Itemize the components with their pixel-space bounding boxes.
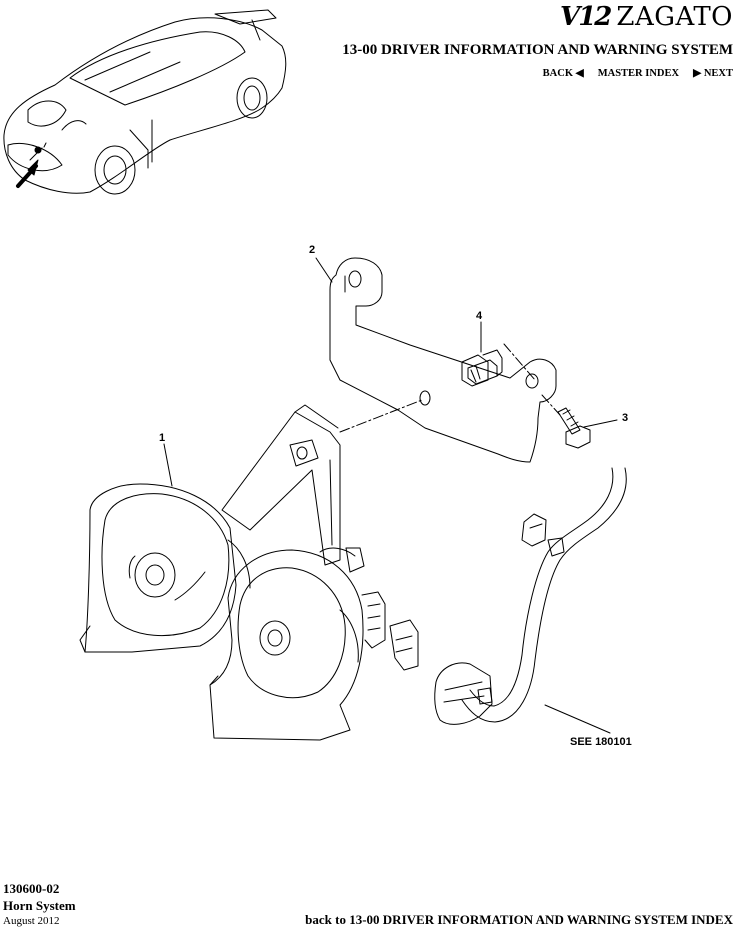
bolt <box>557 407 591 449</box>
logo-model: V12 <box>560 2 612 32</box>
leader-lines <box>163 257 618 734</box>
logo-brand: ZAGATO <box>616 2 733 32</box>
master-index-link[interactable]: MASTER INDEX <box>597 67 680 79</box>
callout-2: 2 <box>309 244 315 256</box>
navigation-bar: BACK ◀ MASTER INDEX ▶ NEXT <box>542 67 733 80</box>
horn-support-arm <box>221 404 341 566</box>
back-to-index-link[interactable]: back to 13-00 DRIVER INFORMATION AND WAR… <box>305 912 733 927</box>
wiring-harness <box>434 467 627 725</box>
document-name: Horn System <box>3 898 76 913</box>
back-arrow-icon: ◀ <box>575 68 584 79</box>
callout-3: 3 <box>622 412 628 424</box>
horn-1 <box>79 483 251 653</box>
document-code: 130600-02 <box>3 881 60 896</box>
mounting-bracket <box>329 257 557 463</box>
document-date: August 2012 <box>3 915 60 927</box>
next-arrow-icon: ▶ <box>693 68 702 79</box>
back-link[interactable]: BACK ◀ <box>542 68 584 79</box>
brand-logo: V12 ZAGATO <box>560 2 733 32</box>
next-link[interactable]: ▶ NEXT <box>693 68 733 79</box>
car-locator-illustration <box>3 9 287 195</box>
callout-4: 4 <box>476 310 483 322</box>
alignment-lines <box>339 343 561 433</box>
stud <box>461 349 503 387</box>
horn-connectors <box>345 547 419 671</box>
callout-1: 1 <box>159 432 165 444</box>
reference-note: SEE 180101 <box>570 736 632 748</box>
horn-2 <box>209 547 364 741</box>
section-title: 13-00 DRIVER INFORMATION AND WARNING SYS… <box>342 42 733 58</box>
